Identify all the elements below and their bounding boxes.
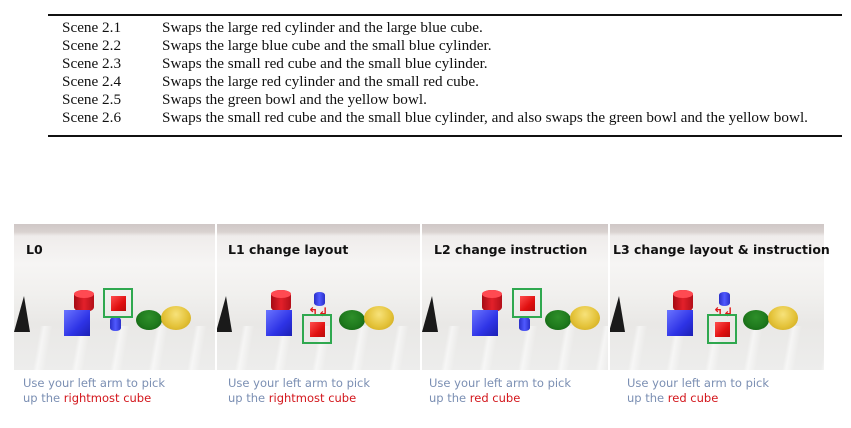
scene-description: Swaps the green bowl and the yellow bowl… — [162, 91, 427, 108]
small-red-cube — [111, 296, 126, 311]
scene-description: Swaps the small red cube and the small b… — [162, 109, 808, 126]
robot-arm — [422, 296, 438, 332]
caption-line: up the rightmost cube — [228, 391, 370, 406]
scene-label: Scene 2.1 — [62, 19, 122, 36]
target-highlight-box — [302, 314, 332, 344]
caption-text: up the — [23, 391, 64, 405]
caption-text: up the — [228, 391, 269, 405]
target-highlight-box — [707, 314, 737, 344]
small-blue-cylinder — [314, 292, 325, 306]
table-row: Scene 2.2 Swaps the large blue cube and … — [48, 37, 842, 55]
panel-l3: L3 change layout & instruction ↰↲ — [609, 224, 830, 370]
yellow-bowl — [570, 306, 600, 330]
caption-line: up the rightmost cube — [23, 391, 165, 406]
caption-line: up the red cube — [627, 391, 769, 406]
panel-divider — [608, 224, 610, 370]
table-row: Scene 2.4 Swaps the large red cylinder a… — [48, 73, 842, 91]
large-red-cylinder — [271, 290, 291, 312]
floor — [422, 326, 608, 370]
yellow-bowl — [768, 306, 798, 330]
robot-arm — [609, 296, 625, 332]
green-bowl — [339, 310, 365, 330]
green-bowl — [743, 310, 769, 330]
instruction-caption-l3: Use your left arm to pick up the red cub… — [627, 376, 769, 406]
panel-l2: L2 change instruction — [422, 224, 608, 370]
caption-highlight: red cube — [469, 391, 521, 405]
caption-highlight: red cube — [667, 391, 719, 405]
table-row: Scene 2.3 Swaps the small red cube and t… — [48, 55, 842, 73]
large-blue-cube — [667, 310, 693, 336]
large-blue-cube — [266, 310, 292, 336]
panel-l0: L0 — [14, 224, 215, 370]
large-blue-cube — [64, 310, 90, 336]
scene-description: Swaps the large red cylinder and the lar… — [162, 19, 483, 36]
caption-line: Use your left arm to pick — [429, 376, 572, 390]
small-blue-cylinder — [719, 292, 730, 306]
caption-highlight: rightmost cube — [268, 391, 357, 405]
scene-label: Scene 2.4 — [62, 73, 122, 90]
large-blue-cube — [472, 310, 498, 336]
scene-label: Scene 2.3 — [62, 55, 122, 72]
instruction-caption-l0: Use your left arm to pick up the rightmo… — [23, 376, 165, 406]
caption-line: up the red cube — [429, 391, 571, 406]
scene-description-table: Scene 2.1 Swaps the large red cylinder a… — [48, 19, 842, 127]
scene-label: Scene 2.5 — [62, 91, 122, 108]
caption-line: Use your left arm to pick — [228, 376, 371, 390]
yellow-bowl — [161, 306, 191, 330]
yellow-bowl — [364, 306, 394, 330]
large-red-cylinder — [482, 290, 502, 312]
scene-description: Swaps the small red cube and the small b… — [162, 55, 488, 72]
generalization-levels-figure: L0 L1 change layout ↰↲ L2 change instruc… — [14, 224, 830, 370]
robot-arm — [216, 296, 232, 332]
instruction-caption-l2: Use your left arm to pick up the red cub… — [429, 376, 571, 406]
scene-label: Scene 2.2 — [62, 37, 122, 54]
caption-line: Use your left arm to pick — [627, 376, 770, 390]
target-highlight-box — [512, 288, 542, 318]
target-highlight-box — [103, 288, 133, 318]
panel-l1: L1 change layout ↰↲ — [216, 224, 420, 370]
panel-title: L2 change instruction — [434, 242, 588, 257]
scene-description: Swaps the large blue cube and the small … — [162, 37, 492, 54]
robot-arm — [14, 296, 30, 332]
small-red-cube — [310, 322, 325, 337]
scene-description: Swaps the large red cylinder and the sma… — [162, 73, 479, 90]
green-bowl — [136, 310, 162, 330]
panel-divider — [420, 224, 422, 370]
table-top-rule — [48, 14, 842, 16]
green-bowl — [545, 310, 571, 330]
table-row: Scene 2.5 Swaps the green bowl and the y… — [48, 91, 842, 109]
small-red-cube — [520, 296, 535, 311]
table-row: Scene 2.1 Swaps the large red cylinder a… — [48, 19, 842, 37]
panel-title: L1 change layout — [228, 242, 349, 257]
small-red-cube — [715, 322, 730, 337]
panel-divider — [215, 224, 217, 370]
large-red-cylinder — [673, 290, 693, 312]
instruction-caption-l1: Use your left arm to pick up the rightmo… — [228, 376, 370, 406]
large-red-cylinder — [74, 290, 94, 312]
scene-label: Scene 2.6 — [62, 109, 122, 126]
caption-text: up the — [627, 391, 668, 405]
small-blue-cylinder — [519, 317, 530, 331]
caption-highlight: rightmost cube — [63, 391, 152, 405]
table-bottom-rule — [48, 135, 842, 137]
floor — [14, 326, 215, 370]
caption-line: Use your left arm to pick — [23, 376, 166, 390]
small-blue-cylinder — [110, 317, 121, 331]
panel-title: L0 — [26, 242, 43, 257]
scene-table: Scene 2.1 Swaps the large red cylinder a… — [48, 14, 842, 137]
table-row: Scene 2.6 Swaps the small red cube and t… — [48, 109, 842, 127]
caption-text: up the — [429, 391, 470, 405]
panel-title: L3 change layout & instruction — [613, 242, 830, 257]
